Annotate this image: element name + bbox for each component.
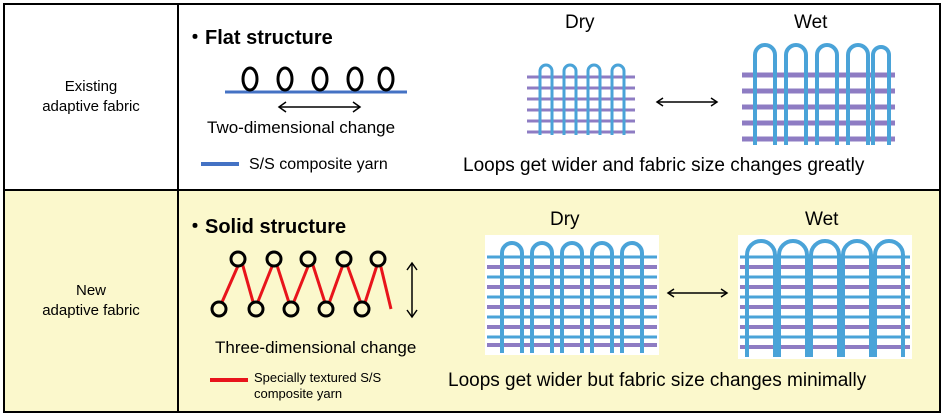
row-label-line2: adaptive fabric	[42, 302, 140, 319]
legend-label: S/S composite yarn	[249, 156, 388, 173]
horizontal-arrow-icon	[277, 101, 362, 113]
dry-wet-arrow-icon	[655, 97, 719, 107]
legend-label: Specially textured S/S composite yarn	[254, 370, 381, 402]
vertical-arrow-icon	[406, 261, 418, 319]
flat-loops	[241, 66, 395, 92]
flat-caption: Loops get wider and fabric size changes …	[463, 155, 865, 176]
row-label-line2: adaptive fabric	[42, 98, 140, 115]
flat-structure-diagram	[201, 43, 895, 166]
wet-fabric-large	[742, 43, 895, 145]
row-label-line1: Existing	[64, 78, 118, 95]
wet-label: Wet	[794, 12, 828, 33]
row-label-new: New adaptive fabric	[5, 191, 179, 411]
dry-fabric-panel	[485, 235, 659, 355]
new-fabric-row: New adaptive fabric ・Solid structure	[5, 191, 939, 411]
existing-fabric-row: Existing adaptive fabric ・Flat structure	[5, 5, 939, 191]
wet-label: Wet	[805, 209, 839, 230]
solid-caption: Loops get wider but fabric size changes …	[448, 370, 867, 391]
dry-wet-arrow-icon	[666, 288, 729, 298]
legend-label-line1: Specially textured S/S	[254, 370, 382, 385]
flat-structure-heading: ・Flat structure	[185, 27, 333, 49]
dry-fabric-small	[527, 63, 635, 135]
row-label-existing: Existing adaptive fabric	[5, 5, 179, 189]
legend-label-line2: composite yarn	[254, 386, 343, 401]
two-dimensional-change-label: Two-dimensional change	[207, 118, 396, 137]
row-label-line1: New	[75, 282, 106, 299]
dry-label: Dry	[550, 209, 580, 230]
solid-loops	[210, 250, 387, 318]
solid-structure-diagram	[210, 235, 912, 382]
solid-structure-heading: ・Solid structure	[185, 216, 347, 238]
dry-label: Dry	[565, 12, 595, 33]
wet-fabric-panel	[738, 235, 912, 359]
three-dimensional-change-label: Three-dimensional change	[215, 338, 417, 357]
comparison-table: Existing adaptive fabric ・Flat structure	[3, 3, 941, 413]
